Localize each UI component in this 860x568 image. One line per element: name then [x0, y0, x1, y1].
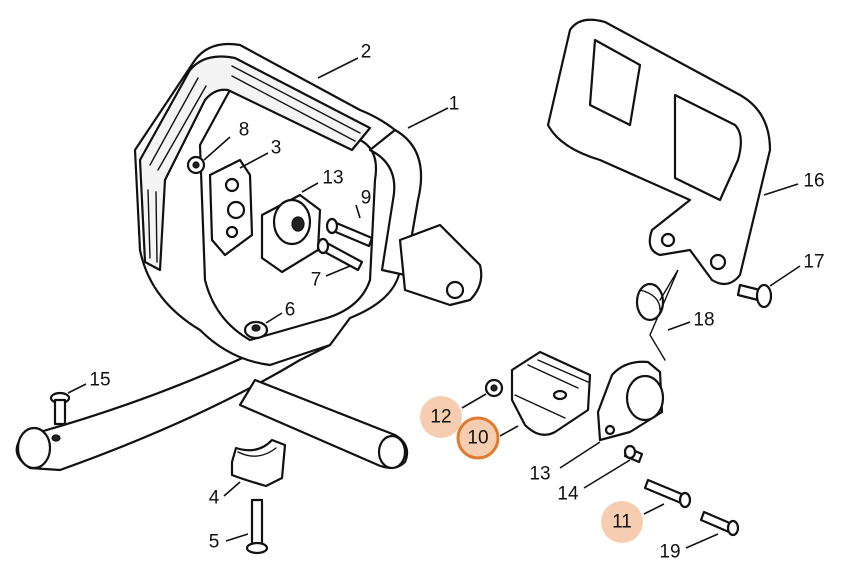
- callout-16: 16: [803, 171, 824, 192]
- clamp-part-4: [230, 438, 287, 488]
- callout-12: 12: [430, 407, 451, 428]
- highlight-callout-12: [420, 396, 462, 438]
- highlight-callout-11: [601, 501, 643, 543]
- callout-labels: 1 2 3 4 5 6 7 8 9 10 11 12 13 13 14 15 1…: [89, 42, 824, 563]
- callout-7: 7: [311, 270, 322, 291]
- callout-9: 9: [361, 188, 372, 209]
- callout-11: 11: [612, 512, 632, 533]
- screw-part-14: [623, 444, 644, 464]
- leader-lines: [67, 57, 801, 549]
- callout-14: 14: [557, 484, 579, 505]
- callout-4: 4: [209, 488, 220, 509]
- screw-part-11: [643, 478, 692, 509]
- screw-part-19: [699, 510, 740, 537]
- screw-part-5: [245, 498, 269, 555]
- callout-15: 15: [89, 370, 110, 391]
- callout-3: 3: [271, 138, 282, 159]
- callout-13-upper: 13: [322, 168, 343, 189]
- highlight-callout-10: [456, 416, 500, 460]
- screw-part-9: [325, 217, 374, 248]
- damper-block-part-10: [510, 350, 592, 436]
- handle-bar-part: [15, 42, 483, 472]
- screw-part-7: [316, 237, 364, 272]
- callout-2: 2: [361, 42, 372, 63]
- nut-part-8: [186, 155, 206, 175]
- callout-18: 18: [693, 310, 714, 331]
- hand-guard-part-16: [546, 18, 772, 286]
- screw-part-17: [736, 283, 773, 309]
- callout-5: 5: [209, 532, 220, 553]
- mount-plate-part-13-lower: [596, 360, 665, 442]
- bracket-part-3: [208, 158, 254, 257]
- callout-19: 19: [659, 542, 680, 563]
- callout-6: 6: [285, 300, 296, 321]
- screw-part-15: [49, 391, 71, 426]
- nut-part-12: [484, 378, 504, 398]
- spring-part-18: [635, 269, 679, 361]
- callout-8: 8: [239, 120, 250, 141]
- callout-13-lower: 13: [529, 464, 550, 485]
- callout-10: 10: [467, 428, 488, 449]
- callout-1: 1: [449, 94, 460, 115]
- nut-part-6: [243, 320, 269, 340]
- callout-17: 17: [803, 252, 824, 273]
